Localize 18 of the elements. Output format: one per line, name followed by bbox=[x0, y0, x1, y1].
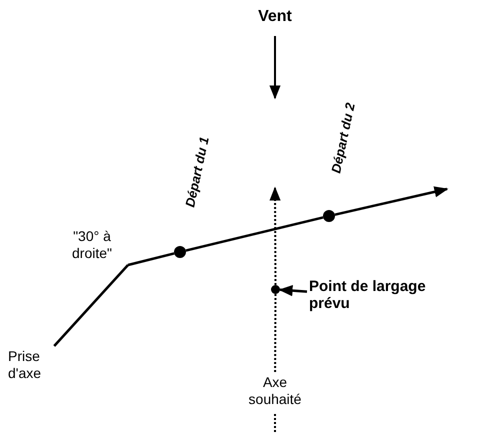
arrow bbox=[334, 186, 448, 216]
connector-line bbox=[128, 252, 174, 266]
point-caption: Départ du 2 bbox=[328, 101, 358, 175]
start-point-dot bbox=[174, 246, 186, 258]
axis-label: Axe souhaité bbox=[242, 374, 308, 410]
place-label: Prise d'axe bbox=[8, 348, 64, 384]
start-point-dot bbox=[323, 210, 335, 222]
point-caption: Départ du 1 bbox=[182, 135, 212, 209]
wind-label: Vent bbox=[257, 8, 293, 25]
connector-line bbox=[53, 264, 129, 347]
connector-line bbox=[274, 294, 276, 372]
connector-line bbox=[274, 412, 276, 432]
drop-point-label: Point de largage prévu bbox=[309, 278, 469, 316]
drop-point-dot bbox=[271, 285, 280, 294]
arrow bbox=[269, 186, 281, 285]
turn-label: "30° à droite" bbox=[56, 228, 128, 265]
arrow bbox=[278, 285, 308, 296]
connector-line bbox=[186, 216, 324, 252]
